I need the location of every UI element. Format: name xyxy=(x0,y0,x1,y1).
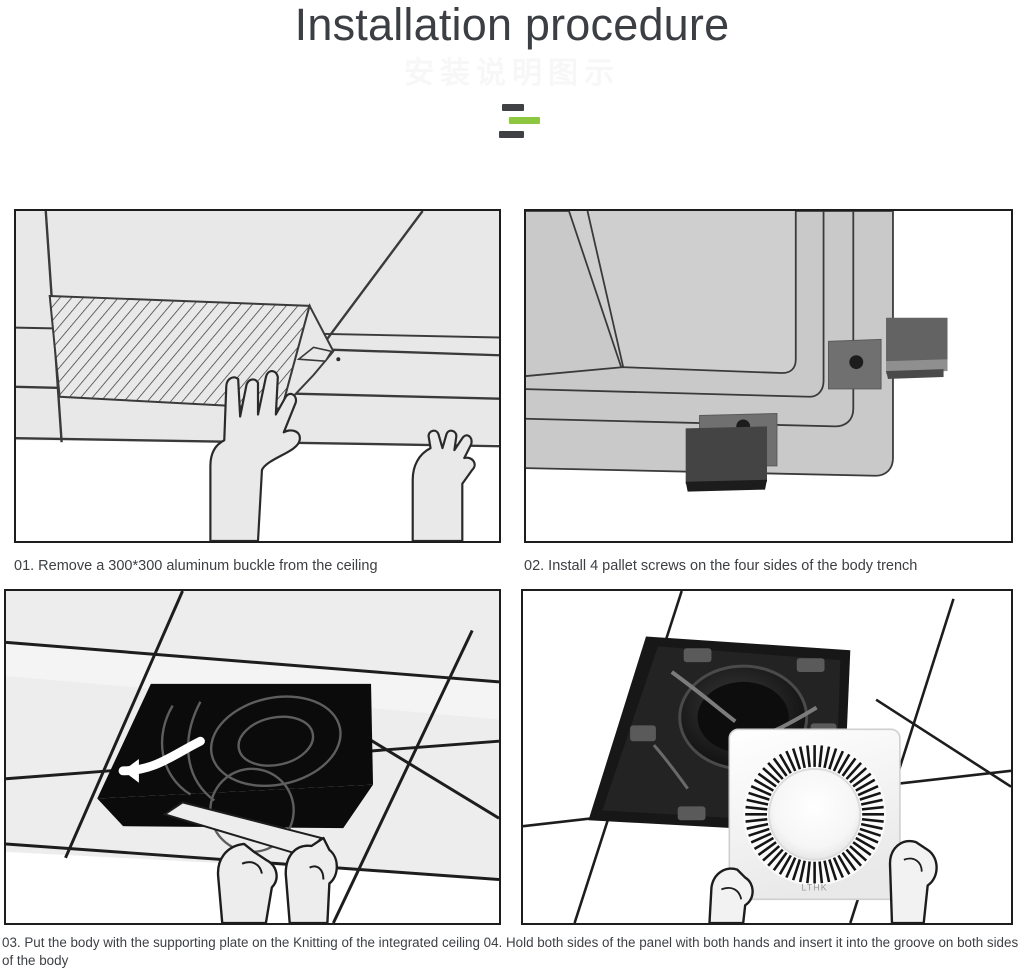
ceiling-tile-removal-illustration xyxy=(14,209,501,543)
right-hand xyxy=(411,429,476,541)
louver-slots xyxy=(745,745,885,884)
panel-insertion-photo: LTHK xyxy=(521,589,1013,925)
body-trench-shell xyxy=(526,211,894,477)
panel-brand-mark: LTHK xyxy=(802,882,828,892)
body-into-ceiling-opening-illustration xyxy=(4,589,501,925)
ceiling-opening xyxy=(97,683,374,854)
figure-04-drawing: LTHK xyxy=(523,591,1011,923)
page-header: Installation procedure 安装说明图示 xyxy=(0,0,1024,196)
hands-holding-body xyxy=(216,836,339,923)
caption-step-01: 01. Remove a 300*300 aluminum buckle fro… xyxy=(14,558,378,574)
page-title: Installation procedure xyxy=(294,0,730,50)
pallet-screws-illustration xyxy=(524,209,1013,543)
pallet-screw-right xyxy=(828,317,948,390)
three-bars-divider-icon xyxy=(496,104,540,144)
divider-bar-bottom xyxy=(499,131,524,138)
divider-bar-middle xyxy=(509,117,540,124)
hands-holding-panel xyxy=(708,839,938,923)
ghost-subtitle: 安装说明图示 xyxy=(404,57,620,90)
caption-step-02: 02. Install 4 pallet screws on the four … xyxy=(524,558,918,574)
pallet-screw-bottom xyxy=(685,413,778,492)
figure-02-drawing xyxy=(526,211,948,492)
figure-01-drawing xyxy=(16,211,499,541)
left-hand xyxy=(209,369,301,541)
divider-bar-top xyxy=(502,104,524,111)
caption-steps-03-04: 03. Put the body with the supporting pla… xyxy=(2,935,1019,968)
fan-front-panel: LTHK xyxy=(728,728,901,901)
mount-tabs xyxy=(630,648,837,821)
figure-03-drawing xyxy=(6,591,499,923)
hatched-removable-tile xyxy=(48,294,341,410)
